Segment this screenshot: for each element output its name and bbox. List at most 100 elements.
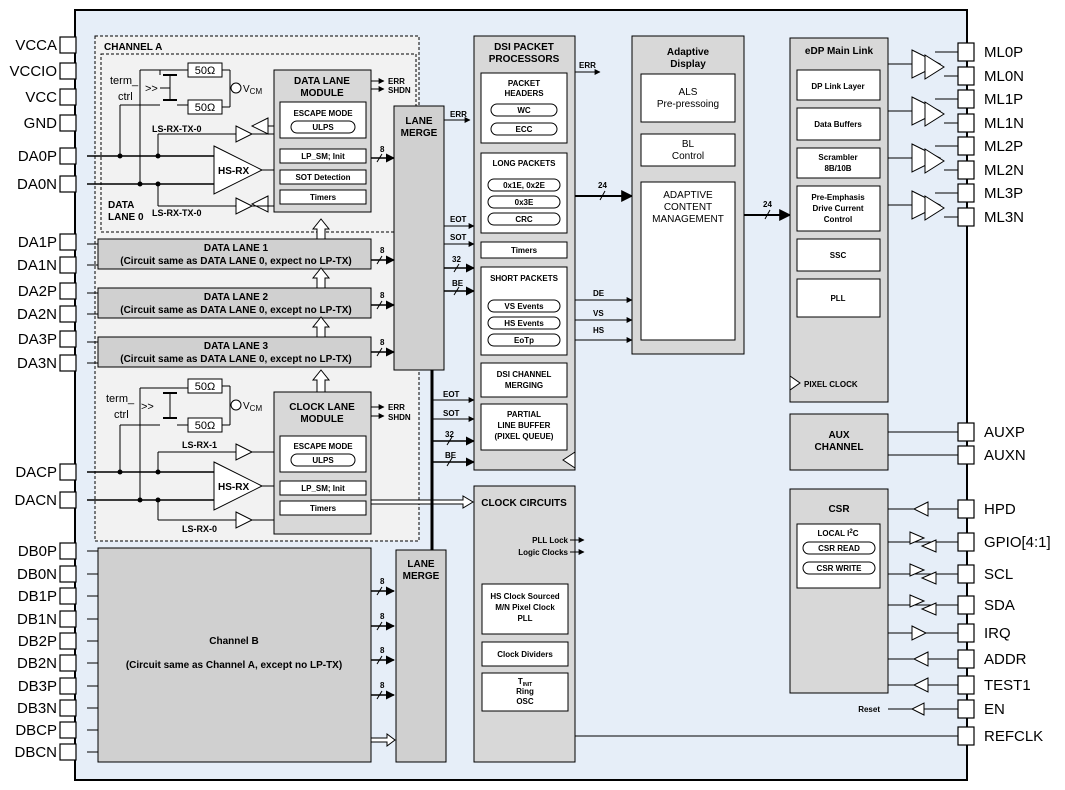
lane-merge-a: LANE MERGE ERR xyxy=(393,105,471,371)
svg-text:MODULE: MODULE xyxy=(300,88,344,99)
svg-text:LS-RX-1: LS-RX-1 xyxy=(182,440,217,450)
svg-text:DATA LANE 3: DATA LANE 3 xyxy=(204,341,269,352)
right-pins: ML0PML0NML1PML1NML2PML2NML3PML3NAUXPAUXN… xyxy=(957,42,1051,746)
svg-text:8: 8 xyxy=(380,612,385,621)
pin-sda: SDA xyxy=(957,595,1015,615)
edp-main-link: eDP Main Link DP Link Layer Data Buffers… xyxy=(789,37,889,403)
data-lane0-frontend: term_ ctrl >> 50Ω 50Ω VCM LS-RX-TX-0 HS-… xyxy=(87,62,275,223)
pixel-clock-triangle-icon xyxy=(789,375,801,391)
svg-text:LANE: LANE xyxy=(407,559,435,570)
svg-text:Scrambler: Scrambler xyxy=(818,153,857,162)
svg-text:(Circuit same as DATA LANE 0,: (Circuit same as DATA LANE 0, except no … xyxy=(120,354,352,365)
svg-text:ERR: ERR xyxy=(579,61,596,70)
svg-text:DATA LANE: DATA LANE xyxy=(294,76,350,87)
pin-dbcn: DBCN xyxy=(14,743,77,761)
svg-text:Ring: Ring xyxy=(516,687,534,696)
svg-text:Display: Display xyxy=(670,59,706,70)
pin-ml1p: ML1P xyxy=(957,89,1023,109)
svg-text:ULPS: ULPS xyxy=(312,456,334,465)
svg-text:SOT: SOT xyxy=(450,233,467,242)
pin-auxn: AUXN xyxy=(957,445,1026,465)
pin-vcca: VCCA xyxy=(15,36,77,54)
csr: CSR LOCAL I2C CSR READ CSR WRITE xyxy=(789,488,889,694)
pin-db1n: DB1N xyxy=(17,610,77,628)
pin-ml3n: ML3N xyxy=(957,207,1024,227)
svg-text:50Ω: 50Ω xyxy=(195,420,215,432)
term-ctrl-label: term_ xyxy=(110,75,139,87)
svg-text:32: 32 xyxy=(452,255,461,264)
pin-db2n: DB2N xyxy=(17,654,77,672)
pin-db1p: DB1P xyxy=(18,587,77,605)
pin-db0n: DB0N xyxy=(17,565,77,583)
svg-text:CSR WRITE: CSR WRITE xyxy=(817,564,863,573)
pin-db3p: DB3P xyxy=(18,677,77,695)
pin-label: DBCP xyxy=(15,722,57,739)
svg-text:SSC: SSC xyxy=(830,251,847,260)
svg-text:CLOCK LANE: CLOCK LANE xyxy=(289,402,355,413)
svg-text:WC: WC xyxy=(517,106,531,115)
pin-da2p: DA2P xyxy=(18,282,77,300)
pin-irq: IRQ xyxy=(957,623,1011,643)
csr-io-buffer-icon xyxy=(888,531,958,553)
pin-label: DB1P xyxy=(18,588,57,605)
pin-label: REFCLK xyxy=(984,728,1043,745)
csr-io-buffer-icon xyxy=(888,625,958,641)
pin-label: DA1N xyxy=(17,257,57,274)
svg-text:Logic Clocks: Logic Clocks xyxy=(518,548,568,557)
svg-text:HS Clock Sourced: HS Clock Sourced xyxy=(490,592,559,601)
data-lane-module: DATA LANE MODULE ESCAPE MODE ULPS LP_SM;… xyxy=(273,69,411,213)
pin-label: ML2N xyxy=(984,162,1024,179)
svg-text:PIXEL CLOCK: PIXEL CLOCK xyxy=(804,380,858,389)
svg-text:CLOCK CIRCUITS: CLOCK CIRCUITS xyxy=(481,498,567,509)
svg-text:DATA LANE 2: DATA LANE 2 xyxy=(204,292,269,303)
pin-label: DB0N xyxy=(17,566,57,583)
svg-text:HEADERS: HEADERS xyxy=(504,89,544,98)
aux-channel: AUX CHANNEL xyxy=(789,413,958,471)
svg-text:ESCAPE MODE: ESCAPE MODE xyxy=(293,442,353,451)
svg-text:Reset: Reset xyxy=(858,705,880,714)
pin-label: SDA xyxy=(984,597,1015,614)
pin-label: ADDR xyxy=(984,651,1027,668)
pin-en: EN xyxy=(957,699,1005,719)
svg-text:DP Link Layer: DP Link Layer xyxy=(811,82,864,91)
svg-text:(Circuit same as DATA LANE 0,: (Circuit same as DATA LANE 0, expect no … xyxy=(120,256,352,267)
csr-io-buffer-icon xyxy=(888,501,958,517)
svg-text:LANE: LANE xyxy=(405,116,433,127)
svg-text:VS: VS xyxy=(593,309,604,318)
hollow-up-arrows xyxy=(311,218,331,393)
pin-label: DA3P xyxy=(18,331,57,348)
pin-dacn: DACN xyxy=(14,491,77,509)
svg-text:Timers: Timers xyxy=(310,193,337,202)
pin-ml1n: ML1N xyxy=(957,113,1024,133)
svg-text:VCM: VCM xyxy=(243,401,262,413)
svg-text:CSR READ: CSR READ xyxy=(818,544,860,553)
channel-b: Channel B (Circuit same as Channel A, ex… xyxy=(97,547,396,763)
pin-label: AUXN xyxy=(984,447,1026,464)
adaptive-display: Adaptive Display ALS Pre-pressoing BL Co… xyxy=(631,35,792,355)
term-ctrl-label-2: ctrl xyxy=(118,91,133,103)
pin-label: IRQ xyxy=(984,625,1011,642)
svg-text:ERR: ERR xyxy=(388,77,405,86)
clock-lane-frontend: term_ ctrl >> 50Ω 50Ω VCM LS-RX-1 HS-RX … xyxy=(87,378,274,534)
channel-a-title: CHANNEL A xyxy=(104,42,162,53)
svg-text:EOT: EOT xyxy=(443,390,460,399)
csr-io-buffer-icon xyxy=(888,677,958,693)
svg-text:LP_SM; Init: LP_SM; Init xyxy=(301,152,345,161)
channel-b-pin-lines xyxy=(87,550,98,753)
bus-lane-merge-to-dsi: EOT SOT 32 BE EOT SOT 32 BE xyxy=(430,215,475,550)
ml0-driver-icon xyxy=(888,49,958,80)
pin-ml0p: ML0P xyxy=(957,42,1023,62)
pin-hpd: HPD xyxy=(957,499,1016,519)
svg-text:Timers: Timers xyxy=(511,246,538,255)
pin-label: DB3N xyxy=(17,700,57,717)
ls-rx-tx-top-label: LS-RX-TX-0 xyxy=(152,124,202,134)
pin-label: EN xyxy=(984,701,1005,718)
pin-label: VCCA xyxy=(15,37,57,54)
pin-addr: ADDR xyxy=(957,649,1027,669)
svg-text:8: 8 xyxy=(380,681,385,690)
pin-label: DA0N xyxy=(17,176,57,193)
svg-text:8: 8 xyxy=(380,646,385,655)
pin-label: VCC xyxy=(25,89,57,106)
svg-text:MODULE: MODULE xyxy=(300,414,344,425)
pin-da3n: DA3N xyxy=(17,354,77,372)
